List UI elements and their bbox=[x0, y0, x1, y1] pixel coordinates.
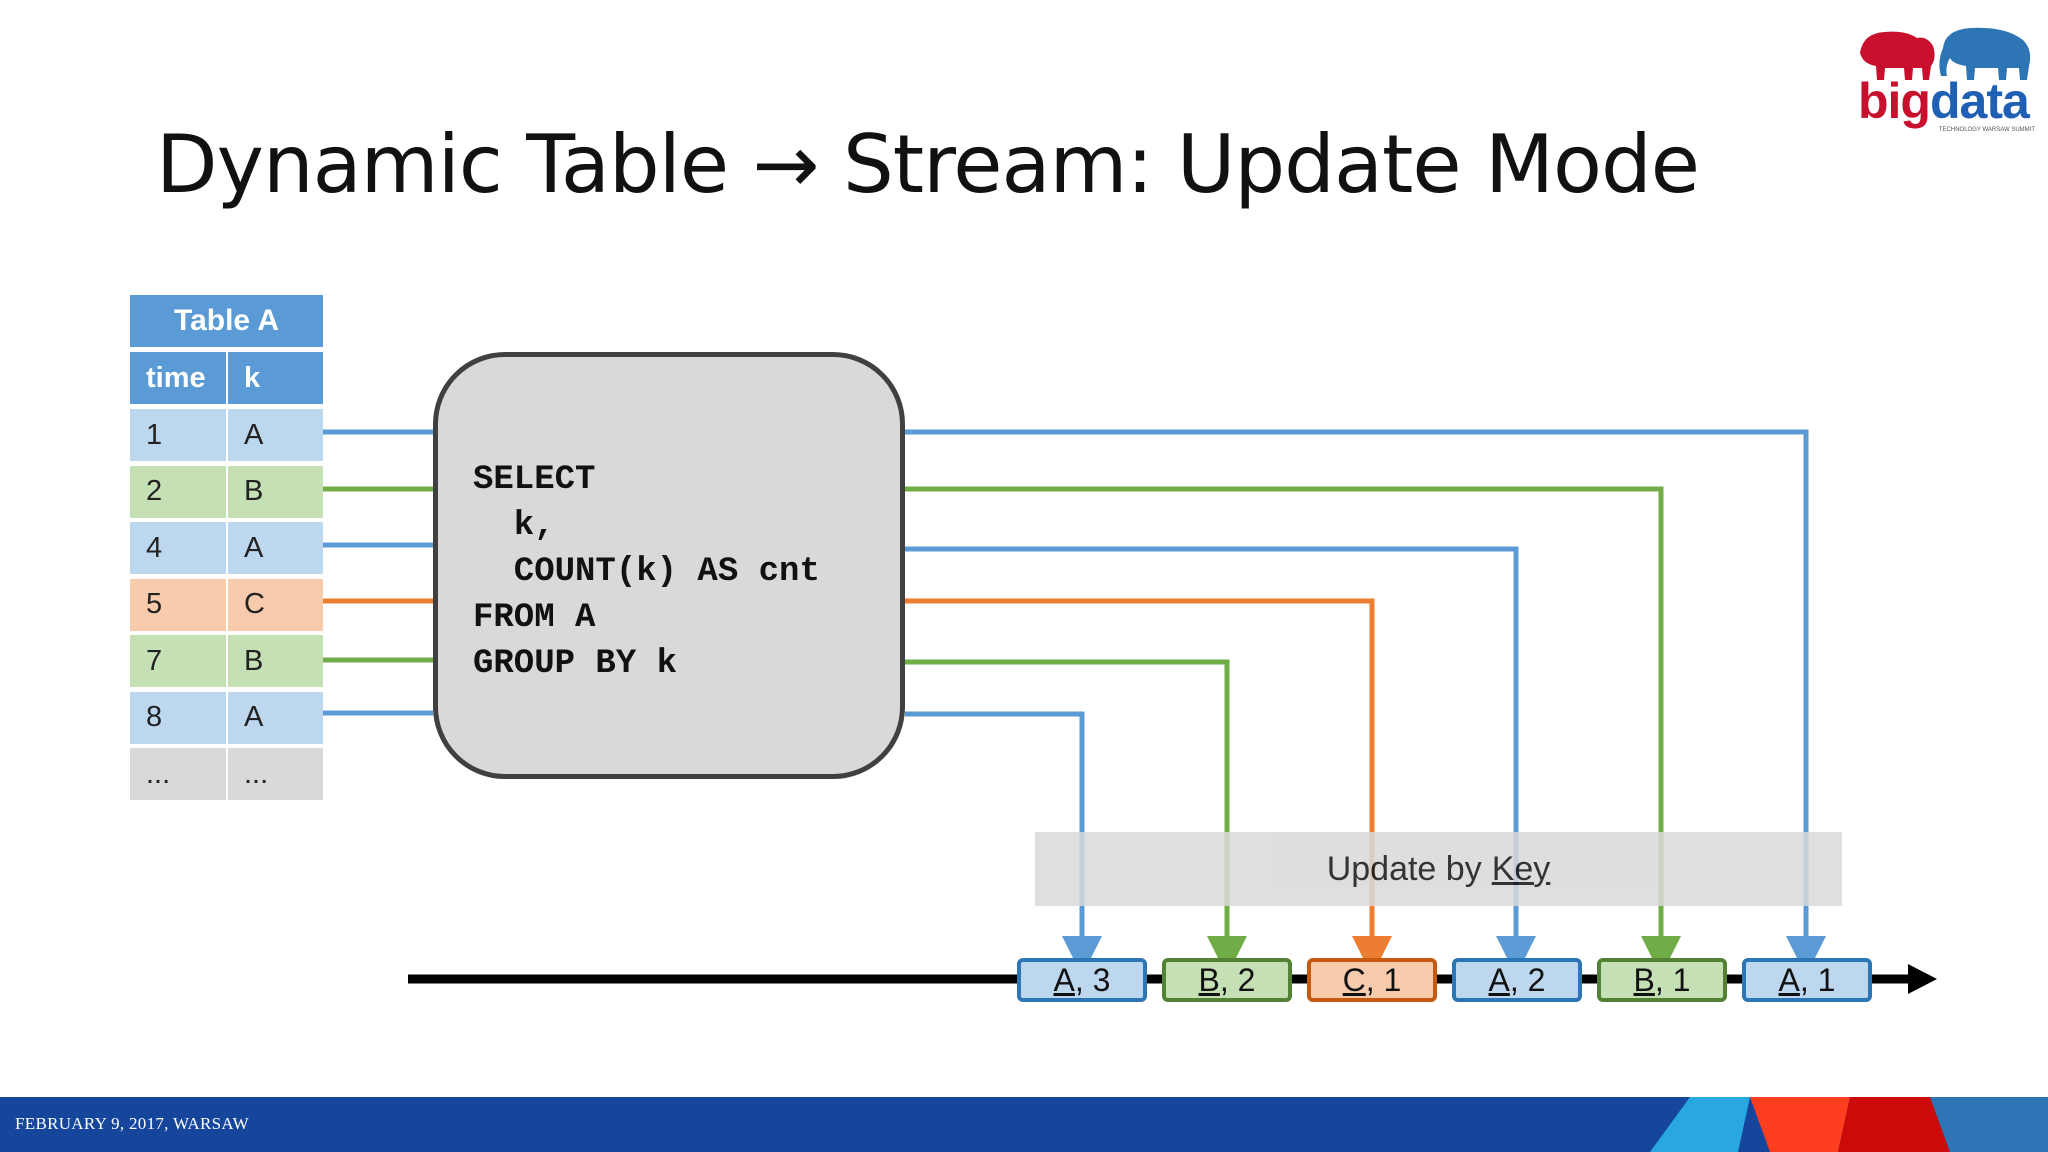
table-cell-k: ... bbox=[228, 748, 323, 800]
record-count: , 2 bbox=[1219, 961, 1256, 998]
table-cell-k: A bbox=[228, 691, 323, 744]
logo-tagline: TECHNOLOGY WARSAW SUMMIT bbox=[1938, 127, 2035, 133]
stream-record: C, 1 bbox=[1307, 958, 1437, 1002]
stream-arrowhead-icon bbox=[1908, 964, 1937, 994]
record-key: C bbox=[1342, 961, 1366, 998]
table-cell-k: A bbox=[228, 522, 323, 574]
logo-wordmark: bigdata bbox=[1858, 73, 2030, 129]
table-cell-time: 8 bbox=[130, 691, 226, 744]
record-count: , 2 bbox=[1509, 961, 1546, 998]
query-box: SELECT k, COUNT(k) AS cnt FROM A GROUP B… bbox=[433, 352, 905, 779]
record-key: A bbox=[1053, 961, 1075, 998]
output-line-a1 bbox=[905, 429, 1826, 976]
band-label: Update by bbox=[1326, 849, 1482, 888]
record-count: , 1 bbox=[1654, 961, 1691, 998]
table-cell-time: 1 bbox=[130, 409, 226, 461]
output-line-b1 bbox=[905, 486, 1681, 976]
column-header-time: time bbox=[130, 352, 226, 404]
stream-record: A, 1 bbox=[1742, 958, 1872, 1002]
table-cell-time: 4 bbox=[130, 522, 226, 574]
output-line-a2 bbox=[905, 546, 1536, 976]
footer-date: FEBRUARY 9, 2017, WARSAW bbox=[15, 1114, 249, 1133]
stream-record: A, 2 bbox=[1452, 958, 1582, 1002]
record-key: B bbox=[1633, 961, 1655, 998]
table-cell-k: A bbox=[228, 409, 323, 461]
slide-title: Dynamic Table → Stream: Update Mode bbox=[156, 118, 1700, 211]
record-count: , 1 bbox=[1365, 961, 1402, 998]
bigdata-logo bbox=[1860, 27, 2031, 81]
record-key: A bbox=[1778, 961, 1800, 998]
table-cell-time: 5 bbox=[130, 578, 226, 631]
stream-record: B, 1 bbox=[1597, 958, 1727, 1002]
red-elephant-icon bbox=[1860, 31, 1935, 81]
stream-record: B, 2 bbox=[1162, 958, 1292, 1002]
footer-decoration bbox=[1650, 1097, 2048, 1152]
table-cell-k: C bbox=[228, 578, 323, 631]
table-cell-time: 7 bbox=[130, 635, 226, 687]
band-key: Key bbox=[1491, 849, 1551, 888]
table-cell-k: B bbox=[228, 635, 323, 687]
table-title: Table A bbox=[130, 295, 323, 347]
column-header-k: k bbox=[228, 352, 323, 404]
record-key: B bbox=[1198, 961, 1220, 998]
stream-record: A, 3 bbox=[1017, 958, 1147, 1002]
record-key: A bbox=[1488, 961, 1510, 998]
table-cell-time: ... bbox=[130, 748, 226, 800]
sql-query: SELECT k, COUNT(k) AS cnt FROM A GROUP B… bbox=[473, 461, 820, 683]
record-count: , 3 bbox=[1074, 961, 1111, 998]
table-cell-time: 2 bbox=[130, 465, 226, 518]
table-cell-k: B bbox=[228, 465, 323, 518]
blue-elephant-icon bbox=[1939, 27, 2031, 80]
record-count: , 1 bbox=[1799, 961, 1836, 998]
output-line-b2 bbox=[905, 659, 1247, 976]
